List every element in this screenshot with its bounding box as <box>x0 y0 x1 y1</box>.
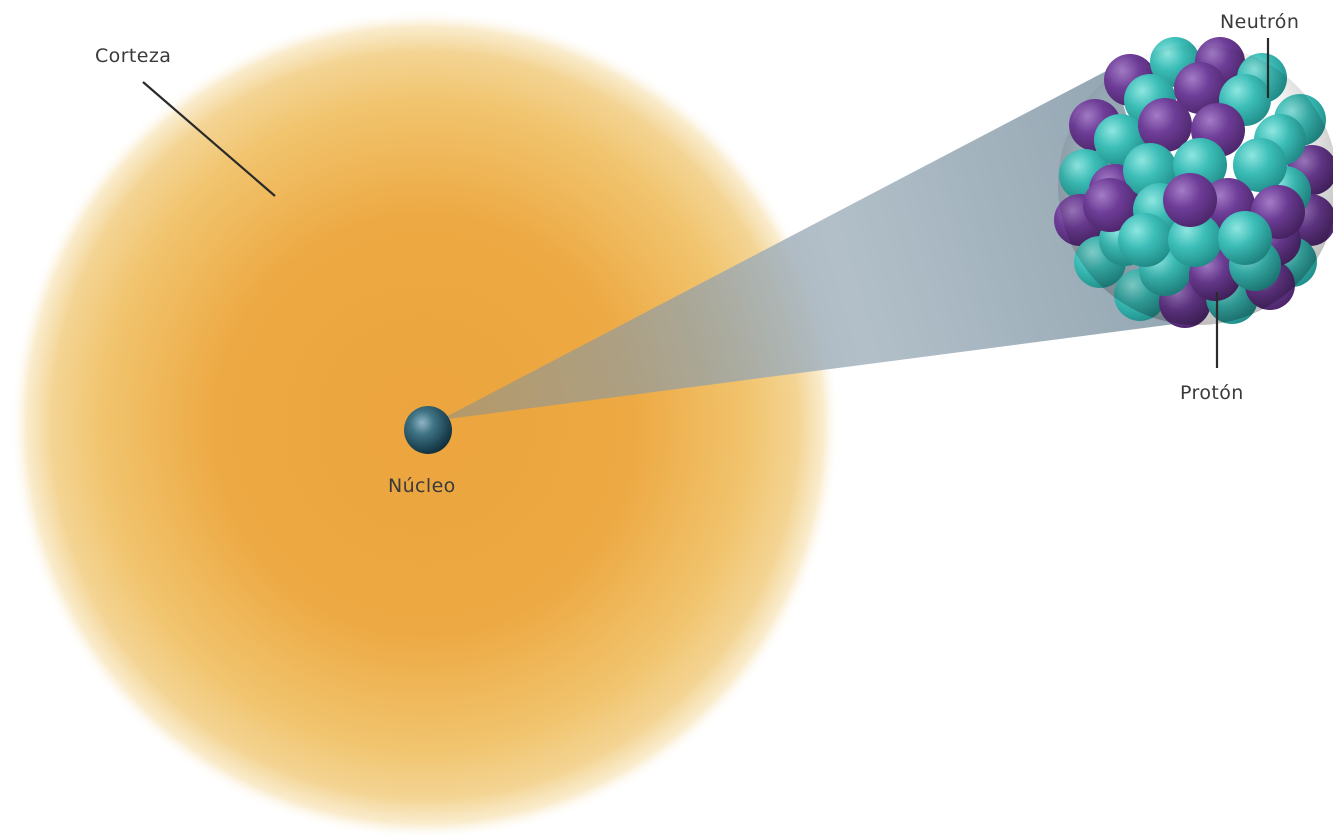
proton-label: Protón <box>1180 382 1244 404</box>
proton-sphere <box>1163 173 1217 227</box>
crust-label: Corteza <box>95 45 171 67</box>
nucleus-ball <box>404 406 452 454</box>
neutron-sphere <box>1218 211 1272 265</box>
zoom-beam <box>440 68 1190 420</box>
neutron-sphere <box>1118 213 1172 267</box>
crust-leader-line <box>142 81 276 197</box>
nucleus-label: Núcleo <box>388 475 456 497</box>
neutron-label: Neutrón <box>1220 11 1299 33</box>
